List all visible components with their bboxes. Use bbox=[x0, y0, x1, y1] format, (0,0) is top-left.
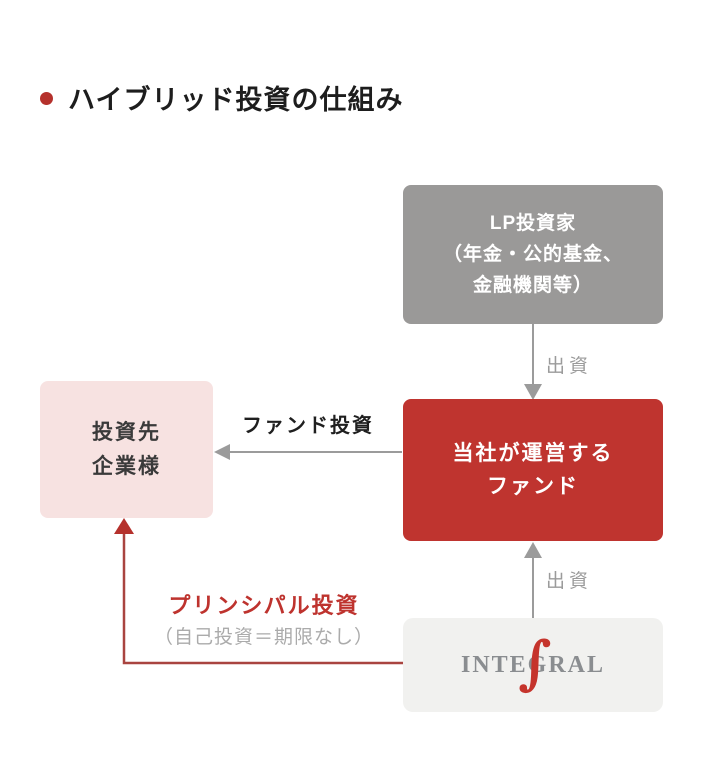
label-contribution-bottom: 出資 bbox=[546, 571, 593, 592]
arrow-integral-to-fund-head bbox=[524, 542, 542, 558]
investees-line1: 投資先 bbox=[92, 420, 161, 444]
title-bullet-icon bbox=[40, 92, 53, 105]
node-lp-investors: LP投資家 （年金・公的基金、 金融機関等） bbox=[403, 185, 663, 324]
our-fund-line2: ファンド bbox=[487, 475, 579, 498]
integral-logo: INTEGRAL ∫ bbox=[460, 634, 606, 692]
label-principal-note: （自己投資＝期限なし） bbox=[153, 627, 374, 648]
arrow-principal-path-line bbox=[122, 532, 404, 665]
integral-symbol-icon: ∫ bbox=[518, 628, 554, 697]
label-fund-investment: ファンド投資 bbox=[242, 415, 374, 437]
investees-line2: 企業様 bbox=[92, 454, 161, 478]
lp-investors-line1: LP投資家 bbox=[489, 213, 577, 234]
page-title-row: ハイブリッド投資の仕組み bbox=[40, 78, 403, 117]
label-contribution-top: 出資 bbox=[546, 356, 593, 377]
arrow-principal-path-head bbox=[114, 518, 134, 534]
our-fund-line1: 当社が運営する bbox=[452, 442, 614, 465]
page-title: ハイブリッド投資の仕組み bbox=[68, 85, 404, 115]
arrow-lp-to-fund-head bbox=[524, 384, 542, 400]
node-our-fund: 当社が運営する ファンド bbox=[403, 399, 663, 541]
node-integral: INTEGRAL ∫ bbox=[403, 618, 663, 712]
label-principal-investment: プリンシパル投資 bbox=[168, 593, 360, 618]
arrow-fund-to-investees-head bbox=[214, 444, 230, 460]
lp-investors-line3: 金融機関等） bbox=[472, 275, 593, 296]
node-investees: 投資先 企業様 bbox=[40, 381, 213, 518]
lp-investors-line2: （年金・公的基金、 bbox=[442, 244, 623, 265]
integral-logo-text: INTEGRAL bbox=[460, 651, 606, 678]
